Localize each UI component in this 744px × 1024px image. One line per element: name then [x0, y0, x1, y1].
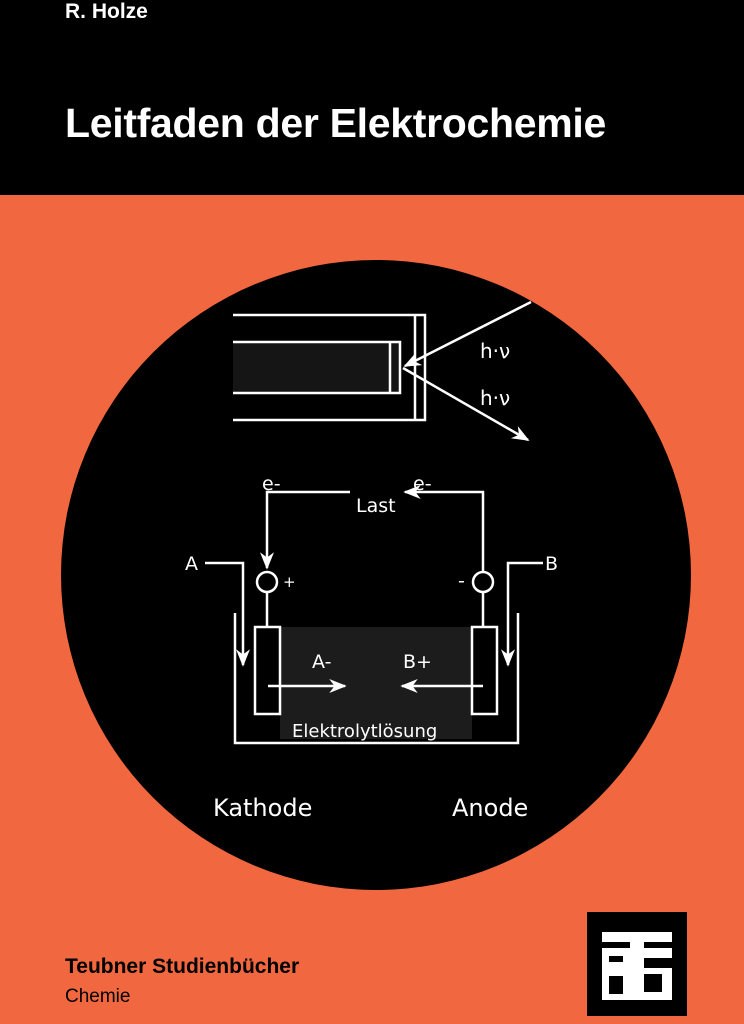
photon-out-label: h·ν	[480, 386, 510, 410]
series-name: Teubner Studienbücher	[65, 955, 300, 978]
load-label: Last	[356, 495, 396, 517]
photon-in-label: h·ν	[480, 339, 510, 363]
cathode-label: Kathode	[213, 794, 312, 822]
anion-label: A-	[312, 651, 331, 673]
electrolyte-label: Elektrolytlösung	[292, 721, 437, 742]
galvanic-cell-sketch	[205, 485, 543, 745]
book-title: Leitfaden der Elektrochemie	[65, 100, 607, 146]
title-band	[0, 0, 744, 195]
light-cell-sketch	[233, 300, 532, 442]
minus-label: -	[458, 570, 465, 592]
electron-right-label: e-	[413, 473, 432, 495]
input-a-label: A	[185, 553, 198, 575]
publisher-logo	[587, 912, 687, 1016]
cation-label: B+	[403, 651, 432, 673]
subject: Chemie	[65, 986, 131, 1007]
anode-label: Anode	[452, 794, 528, 822]
electron-left-label: e-	[262, 473, 281, 495]
author: R. Holze	[65, 0, 148, 23]
tbg-logo-icon	[602, 932, 672, 1000]
plus-label: +	[283, 573, 296, 591]
input-b-label: B	[545, 553, 558, 575]
black-disc	[61, 260, 691, 890]
